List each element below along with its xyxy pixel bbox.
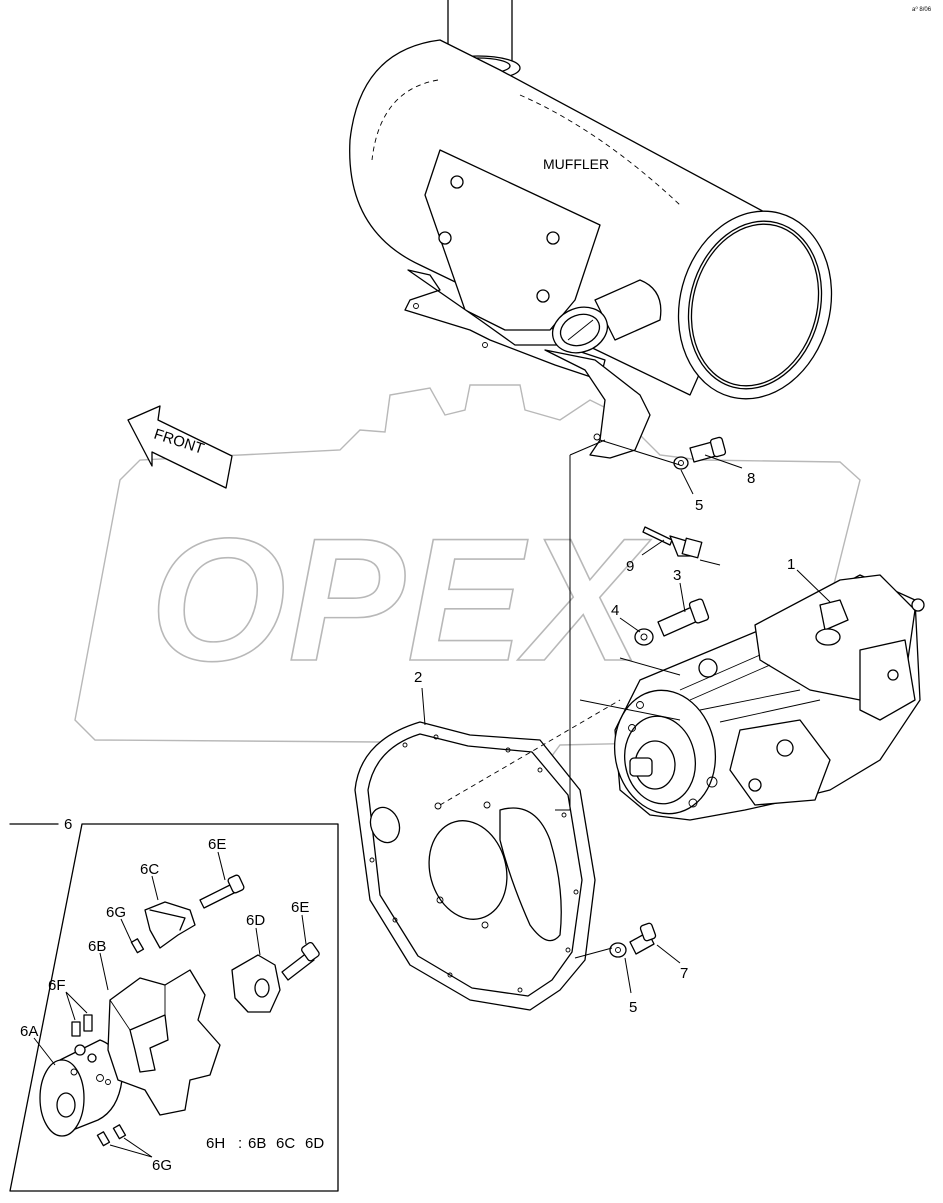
callout-2: 2: [414, 669, 422, 686]
front-direction-arrow: FRONT: [127, 405, 233, 489]
label-6D: 6D: [246, 912, 265, 929]
clamp-6D: [231, 954, 281, 1013]
label-6E-upper: 6E: [208, 836, 226, 853]
muffler-assembly: MUFFLER: [349, 0, 833, 459]
callout-5-upper: 5: [695, 497, 703, 514]
flywheel-housing-item-2: [354, 721, 596, 1011]
label-6B: 6B: [88, 938, 106, 955]
callout-8: 8: [747, 470, 755, 487]
label-6G-upper: 6G: [106, 904, 126, 921]
note-6D: 6D: [305, 1135, 324, 1152]
callout-1: 1: [787, 556, 795, 573]
note-6H-label: 6H: [206, 1135, 225, 1152]
label-6F: 6F: [48, 977, 66, 994]
label-6G-lower: 6G: [152, 1157, 172, 1174]
pin-6G-lower-a: [96, 1131, 111, 1147]
setscrew-6F-b: [83, 1014, 93, 1032]
screw-6E-upper: [199, 874, 245, 909]
pin-6G-lower-b: [112, 1124, 127, 1140]
label-6C: 6C: [140, 861, 159, 878]
label-6E-lower: 6E: [291, 899, 309, 916]
sensor-item-9: [642, 526, 703, 559]
note-6B: 6B: [248, 1135, 266, 1152]
callout-7: 7: [680, 965, 688, 982]
washer-item-4: [634, 628, 654, 646]
washer-item-5-lower: [609, 942, 627, 958]
callout-6: 6: [64, 816, 72, 833]
bolt-item-7: [629, 922, 657, 955]
muffler-label: MUFFLER: [543, 156, 609, 172]
bolt-item-3: [657, 598, 710, 637]
corner-mark: a⁰ 8/06: [912, 6, 932, 13]
opex-watermark: OPEX: [74, 384, 861, 773]
note-6C: 6C: [276, 1135, 295, 1152]
leader-lines: [421, 439, 831, 994]
callout-5-lower: 5: [629, 999, 637, 1016]
callout-9: 9: [626, 558, 634, 575]
washer-item-5-upper: [673, 456, 689, 470]
coupling-detail-box: 6: [9, 816, 339, 1192]
bolt-item-8: [689, 436, 727, 463]
screw-6E-lower: [281, 941, 320, 981]
setscrew-6F-a: [71, 1021, 81, 1037]
clamp-6C: [144, 901, 196, 949]
coupling-spider-6B: [107, 969, 221, 1116]
label-6A: 6A: [20, 1023, 38, 1040]
note-6H: 6H : 6B 6C 6D: [206, 1135, 324, 1152]
pin-6G-upper: [130, 938, 145, 954]
callout-3: 3: [673, 567, 681, 584]
callout-4: 4: [611, 602, 619, 619]
callout-numbers: 1 2 3 4 5 5 7 8 9: [414, 470, 795, 1016]
watermark-text: OPEX: [150, 503, 652, 698]
note-separator: :: [238, 1135, 242, 1152]
hydraulic-pump-item-1: [613, 574, 925, 821]
